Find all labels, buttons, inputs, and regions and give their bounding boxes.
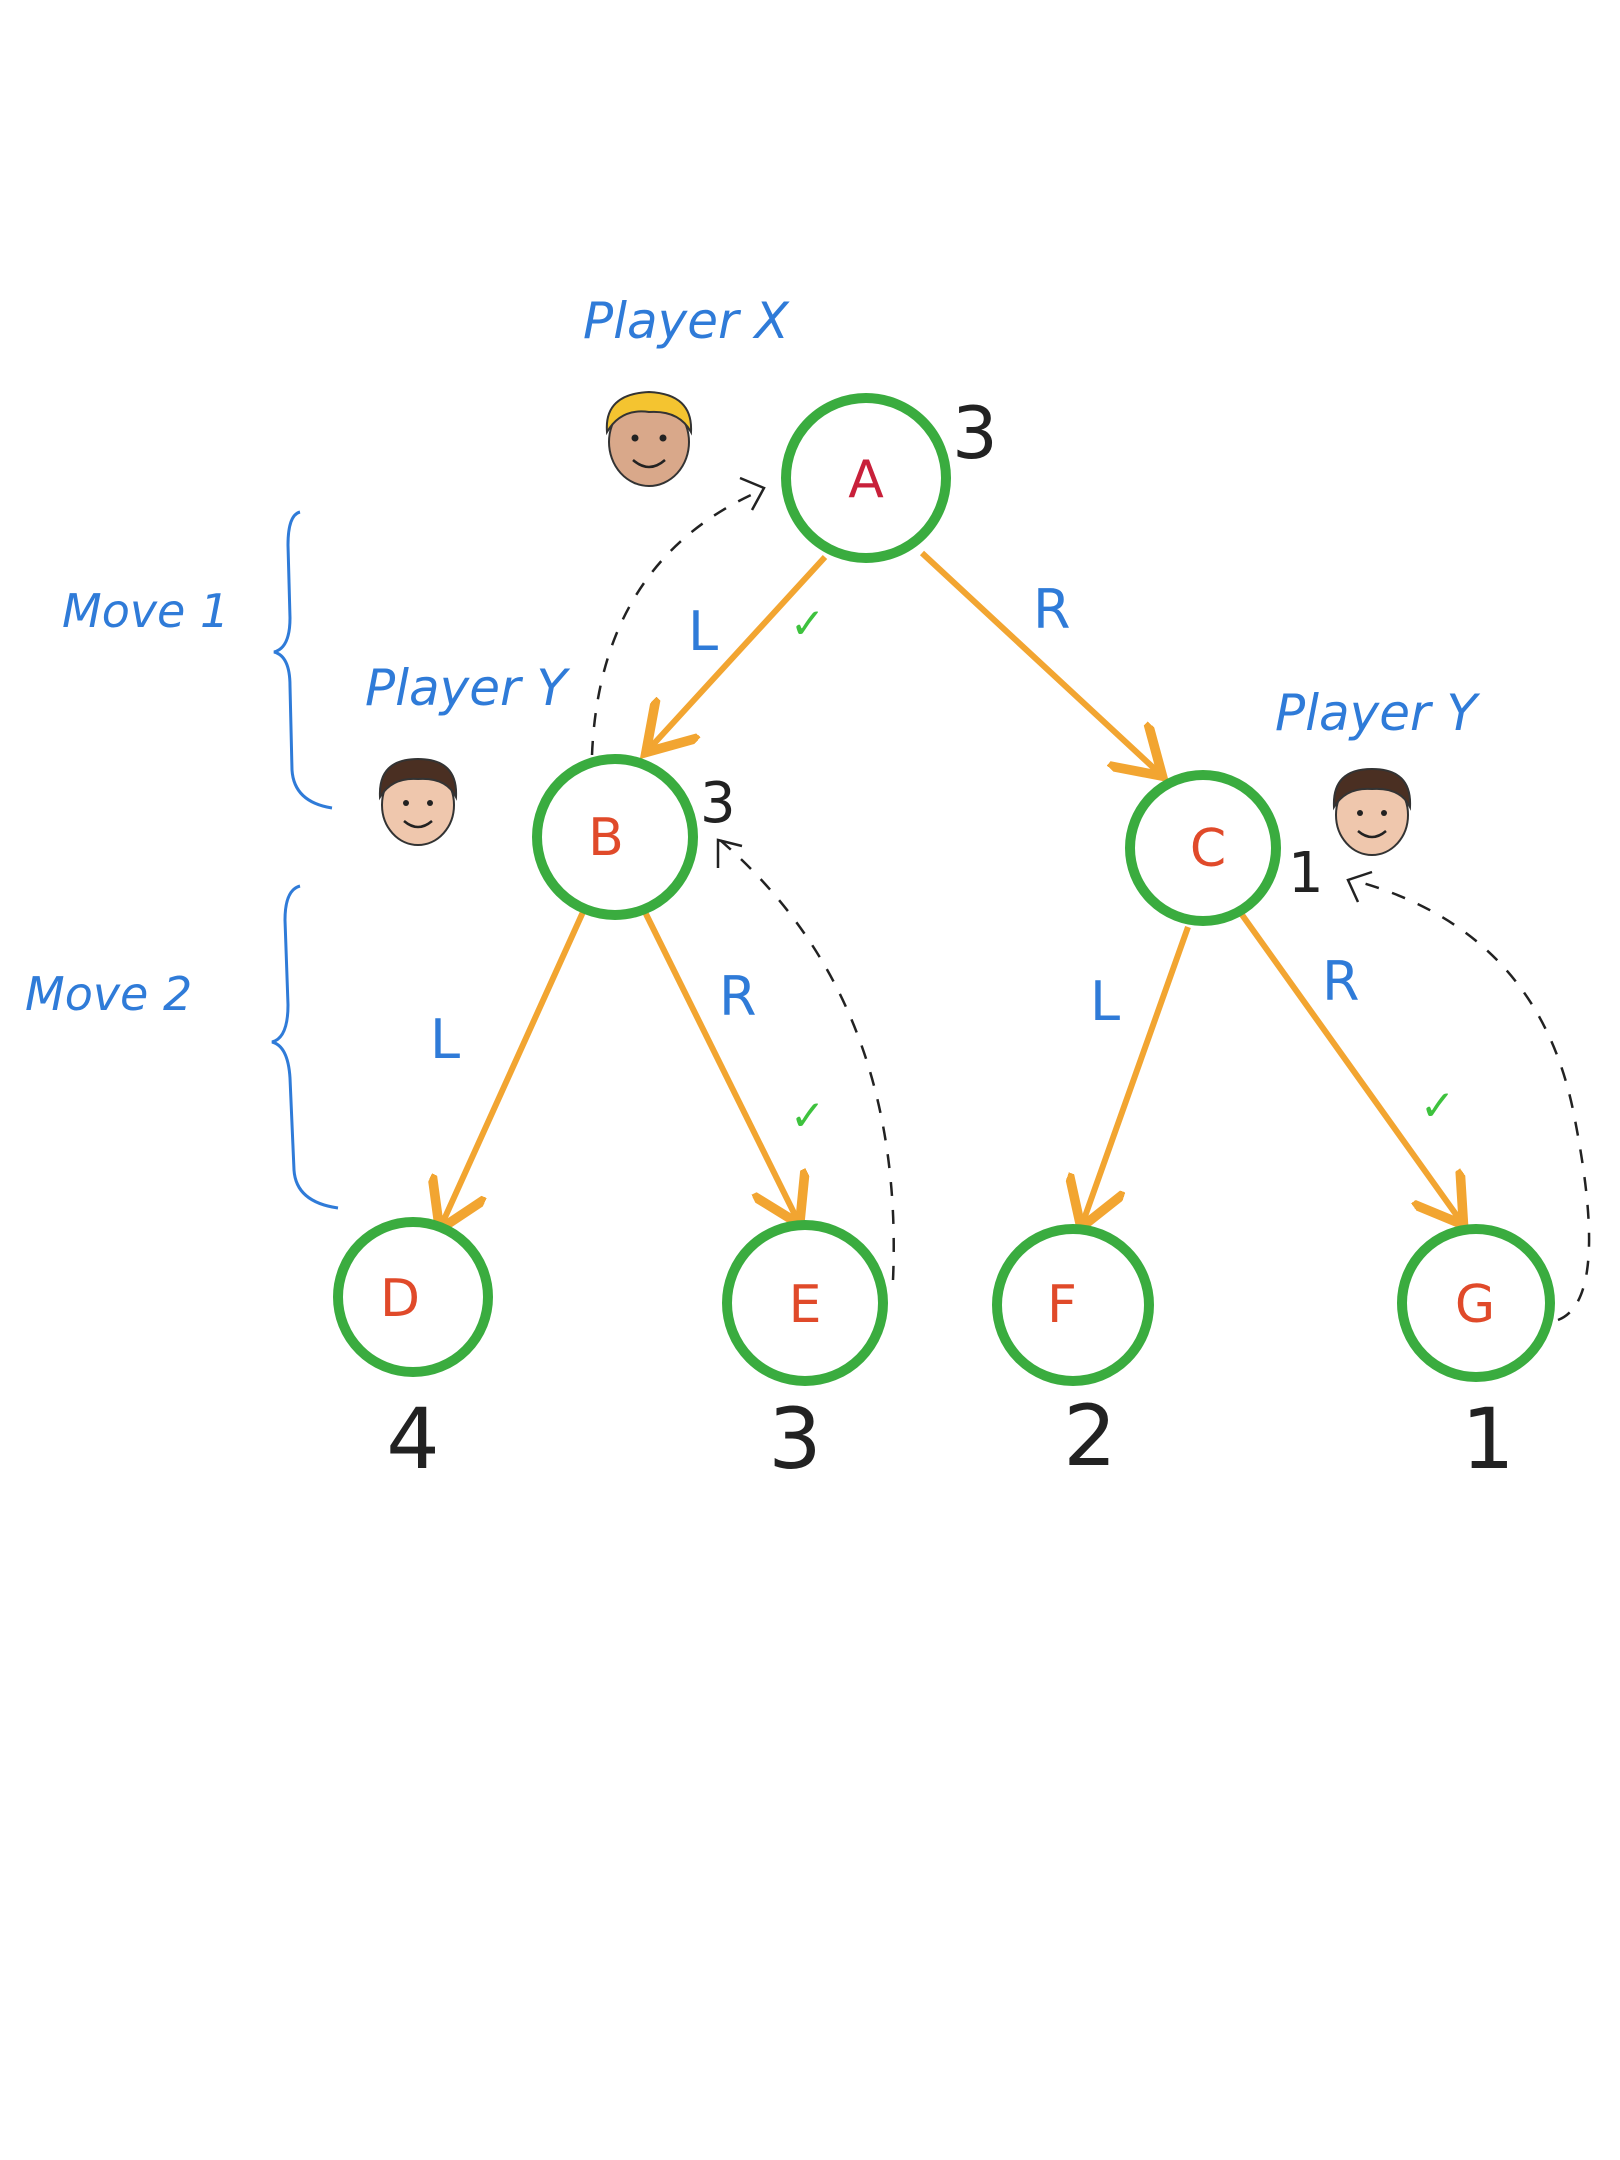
node-b: B xyxy=(532,754,698,920)
edge-label-a-b: L xyxy=(688,600,718,663)
move2-brace xyxy=(271,884,339,1210)
edge-a-b xyxy=(650,554,828,748)
value-b: 3 xyxy=(700,771,736,836)
node-c: C xyxy=(1125,770,1281,926)
value-a: 3 xyxy=(952,391,998,475)
node-d: D xyxy=(333,1217,493,1377)
edge-c-g xyxy=(1237,910,1460,1220)
backup-arrow-e-b xyxy=(719,839,895,1281)
edge-label-c-f: L xyxy=(1090,970,1120,1033)
value-d: 4 xyxy=(386,1390,439,1488)
face-brown-icon xyxy=(378,757,458,846)
edge-label-a-c: R xyxy=(1033,578,1071,641)
move2-label: Move 2 xyxy=(25,967,192,1021)
node-a: A xyxy=(781,393,951,563)
player-y-right-label: Player Y xyxy=(1275,684,1480,742)
face-blond-icon xyxy=(605,390,693,487)
node-e-letter: E xyxy=(789,1275,822,1335)
edge-label-c-g: R xyxy=(1322,950,1360,1013)
edge-b-d xyxy=(442,910,586,1224)
node-b-letter: B xyxy=(588,808,624,868)
value-e: 3 xyxy=(768,1390,821,1488)
backup-arrow-e-b-head xyxy=(716,838,743,868)
value-c: 1 xyxy=(1288,841,1324,906)
edge-c-f xyxy=(1083,925,1191,1222)
check-b-e: ✓ xyxy=(790,1091,825,1140)
node-e: E xyxy=(722,1220,888,1386)
backup-arrow-b-a-head xyxy=(739,476,766,511)
player-y-left-label: Player Y xyxy=(365,659,570,717)
move1-brace xyxy=(273,510,333,810)
backup-arrow-g-c-head xyxy=(1346,870,1373,903)
edge-label-b-d: L xyxy=(430,1008,460,1071)
node-a-letter: A xyxy=(848,450,884,510)
player-x-label: Player X xyxy=(583,292,790,350)
node-f-letter: F xyxy=(1047,1275,1077,1335)
value-g: 1 xyxy=(1461,1390,1514,1488)
backup-arrow-g-c xyxy=(1351,878,1591,1322)
check-a-b: ✓ xyxy=(790,599,825,648)
node-d-letter: D xyxy=(380,1269,420,1329)
value-f: 2 xyxy=(1063,1387,1116,1485)
backup-arrow-b-a xyxy=(590,488,763,756)
edge-b-e xyxy=(642,910,797,1219)
node-c-letter: C xyxy=(1190,819,1226,879)
edge-label-b-e: R xyxy=(719,965,757,1028)
node-g-letter: G xyxy=(1455,1275,1495,1335)
node-f: F xyxy=(992,1224,1154,1386)
edge-a-c xyxy=(919,550,1158,772)
check-c-g: ✓ xyxy=(1420,1081,1455,1130)
face-brown-icon xyxy=(1332,767,1412,856)
move1-label: Move 1 xyxy=(62,584,229,638)
node-g: G xyxy=(1397,1224,1555,1382)
